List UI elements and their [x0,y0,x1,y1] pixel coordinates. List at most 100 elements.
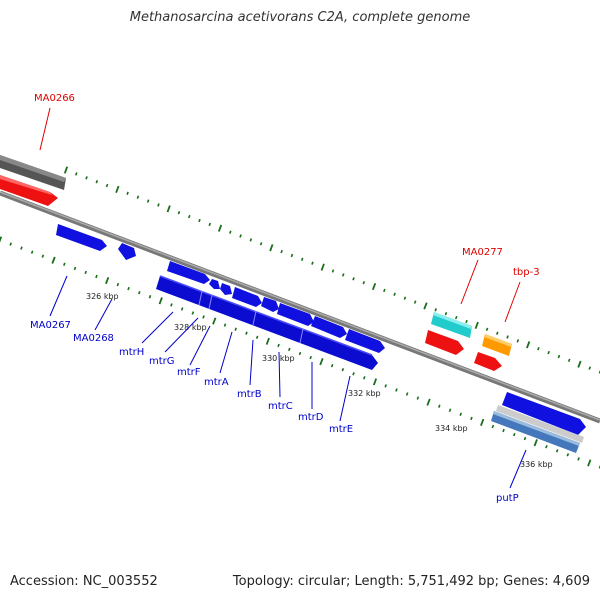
label-mtrB[interactable]: mtrB [237,389,262,400]
label-mtrF[interactable]: mtrF [177,367,201,378]
inner-tick-mark [158,297,163,305]
blue-gene-mtrD-fwd[interactable] [311,316,347,338]
blue-gene-ma0267[interactable] [56,224,107,251]
blue-labels: MA0267 MA0268 mtrH mtrG mtrF mtrA mtrB m… [30,320,519,504]
inner-tick-mark [438,404,441,408]
outer-tick-mark [352,277,355,281]
blue-gene-mtrB-fwd[interactable] [261,297,279,312]
inner-tick-mark [341,368,345,372]
inner-tick-mark [180,307,184,311]
inner-tick-mark [395,388,398,392]
inner-tick-mark [502,428,505,433]
inner-tick-mark [20,246,23,250]
inner-tick-mark [84,270,87,275]
blue-gene-mtrA-fwd[interactable] [232,287,262,307]
inner-tick-mark [288,347,291,352]
outer-tick-mark [217,224,223,232]
inner-tick-mark [480,418,485,427]
inner-tick-mark [491,424,495,429]
blue-gene-mtrE-fwd[interactable] [345,329,385,353]
outer-tick-mark [567,358,571,362]
inner-tick-mark [545,445,548,449]
inner-tick-mark [319,357,324,366]
inner-tick-mark [138,291,141,295]
scale-label-326: 326 kbp [86,292,119,301]
inner-tick-mark [577,457,580,461]
cyan-gene-ma0277[interactable] [431,312,472,338]
inner-tick-mark [148,295,152,299]
label-mtrE[interactable]: mtrE [329,424,353,435]
outer-tick-mark [526,341,531,349]
label-ma0277[interactable]: MA0277 [462,247,503,258]
outer-tick-mark [187,214,191,219]
inner-tick-mark [116,282,120,287]
outer-tick-mark [383,288,386,293]
label-putP[interactable]: putP [496,493,519,504]
red-labels: MA0266 MA0277 tbp-3 [34,93,540,278]
orange-gene-tbp3[interactable] [482,334,512,356]
blue-gene-mtrG-fwd[interactable] [209,279,220,289]
outer-tick-mark [280,249,283,254]
label-mtrD[interactable]: mtrD [298,412,324,423]
outer-tick-mark [423,302,428,310]
forward-genes [56,224,385,353]
outer-tick-mark [249,238,253,242]
outer-tick-mark [290,253,294,258]
outer-tick-mark [331,269,335,273]
outer-tick-mark [74,172,78,176]
inner-tick-mark [513,432,516,437]
outer-tick-mark [311,261,314,265]
outer-tick-mark [362,281,366,285]
label-ma0266[interactable]: MA0266 [34,93,75,104]
genome-backbone [0,190,600,424]
scale-label-332: 332 kbp [348,389,381,398]
label-ma0267[interactable]: MA0267 [30,320,71,331]
label-mtrH[interactable]: mtrH [119,347,144,358]
map-title: Methanosarcina acetivorans C2A, complete… [129,10,471,25]
label-mtrC[interactable]: mtrC [268,401,293,412]
inner-tick-mark [191,311,195,315]
inner-tick-mark [245,331,248,335]
scale-label-336: 336 kbp [520,460,553,469]
gray-feature-putP[interactable] [496,405,584,443]
outer-tick-mark [465,319,468,324]
blue-leaders [49,275,527,489]
outer-tick-mark [177,211,181,215]
inner-tick-mark [309,355,312,360]
label-ma0268[interactable]: MA0268 [73,333,114,344]
outer-tick-mark [341,273,345,277]
label-mtrA[interactable]: mtrA [204,377,229,388]
red-gene-ma0277[interactable] [425,330,464,355]
blue-gene-mtrF-fwd[interactable] [220,283,232,295]
inner-tick-mark [63,262,66,266]
blue-gene-ma0268[interactable] [118,243,136,260]
outer-tick-mark [547,350,550,355]
inner-tick-mark [265,337,270,345]
outer-tick-mark [208,222,212,227]
outer-tick-mark [588,366,592,370]
inner-tick-mark [223,323,227,327]
outer-tick-mark [413,300,417,304]
inner-tick-mark [426,398,431,406]
label-tbp3[interactable]: tbp-3 [513,267,540,278]
blue-gene-putP[interactable] [502,392,586,435]
outer-tick-mark [577,360,582,368]
outer-tick-mark [229,230,232,234]
outer-tick-mark [300,257,304,261]
blue-gene-mtrC-fwd[interactable] [277,303,314,326]
inner-tick-mark [384,384,387,388]
label-mtrG[interactable]: mtrG [149,356,175,367]
accession-text: Accession: NC_003552 [10,574,158,589]
scale-label-330: 330 kbp [262,354,295,363]
outer-tick-mark [269,244,274,252]
inner-tick-mark [330,364,334,368]
inner-tick-mark [372,378,378,386]
inner-tick-mark [448,408,452,412]
inner-tick-mark [363,376,366,380]
outer-tick-mark [320,263,325,271]
outer-tick-mark [557,354,561,359]
blue-gene-mtrH-fwd[interactable] [167,261,210,284]
inner-tick-mark [41,254,45,258]
red-gene-tbp3[interactable] [474,352,502,371]
